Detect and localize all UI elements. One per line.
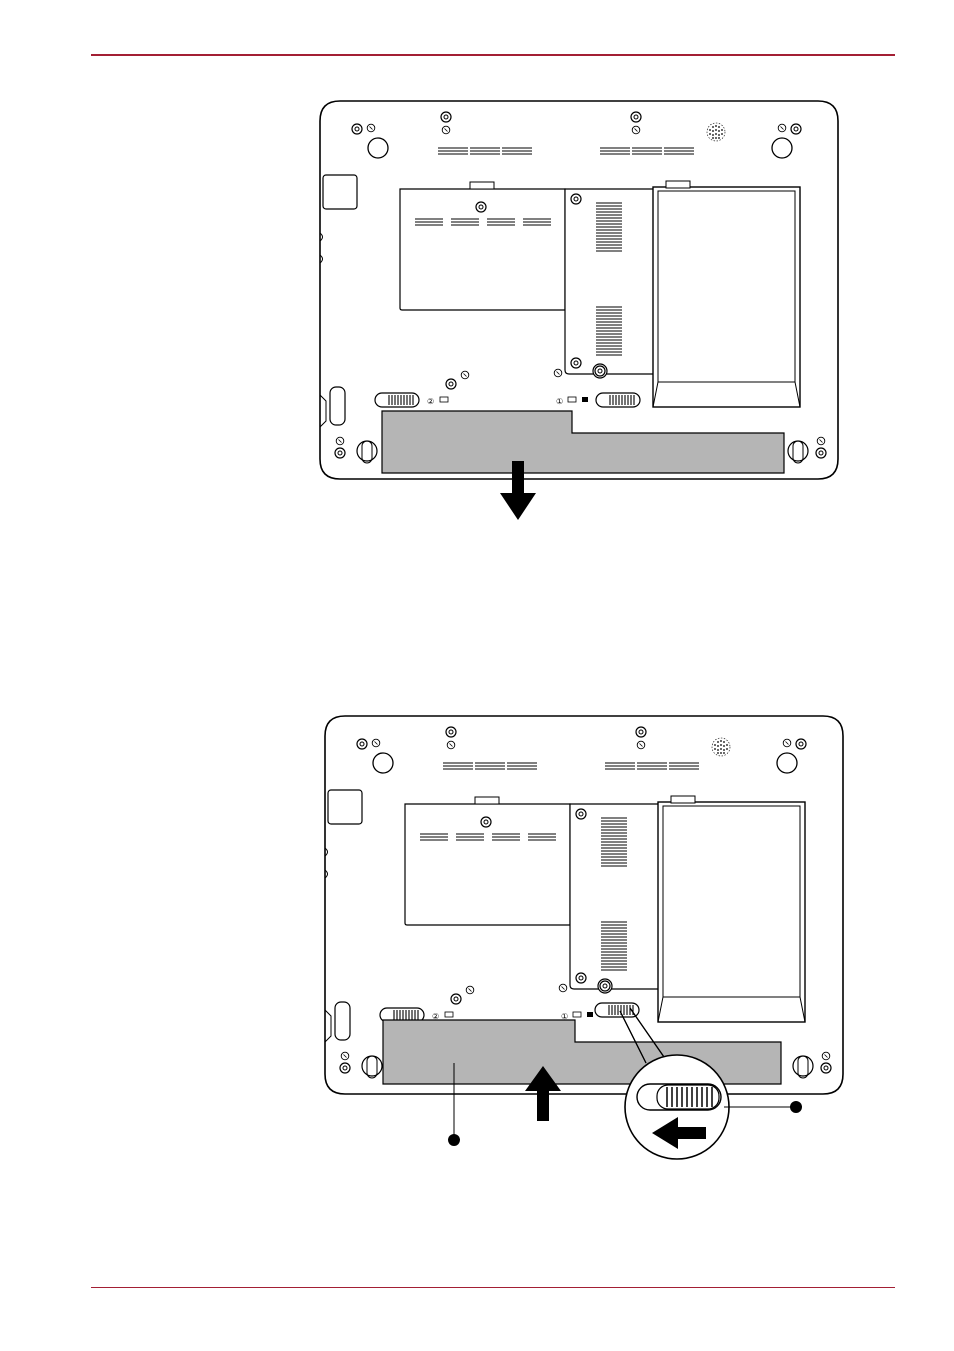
figure-remove-battery	[320, 101, 838, 479]
battery-release-latch-icon	[595, 1003, 639, 1017]
figure-install-battery	[325, 716, 843, 1094]
battery-lock-icon	[596, 393, 640, 407]
callout-dot-icon	[790, 1101, 802, 1113]
callout-dot-icon	[448, 1134, 460, 1146]
